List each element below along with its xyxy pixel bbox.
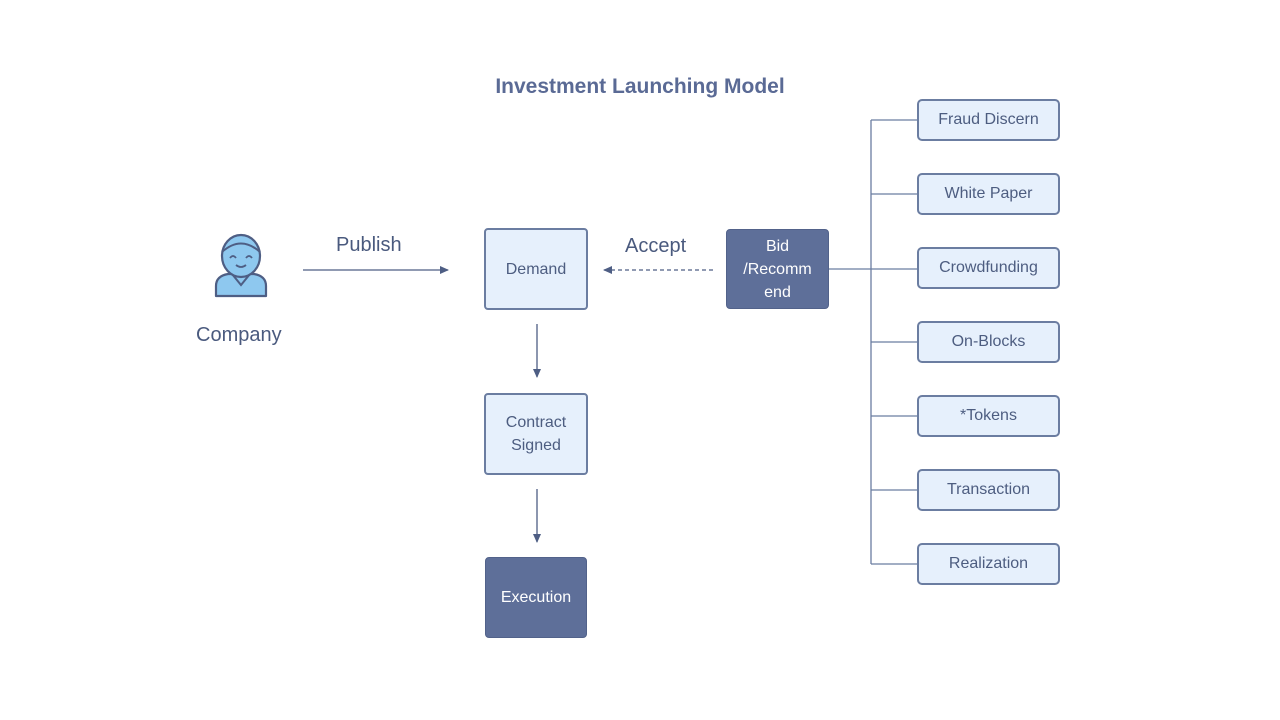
diagram-title: Investment Launching Model [495, 75, 785, 98]
service-transaction[interactable]: Transaction [917, 469, 1060, 511]
service-realization[interactable]: Realization [917, 543, 1060, 585]
service-crowdfunding[interactable]: Crowdfunding [917, 247, 1060, 289]
bid-recommend-node[interactable]: Bid /Recomm end [726, 229, 829, 309]
contract-label-line2: Signed [511, 437, 561, 454]
bid-label-line1: Bid [765, 237, 790, 255]
contract-label-line1: Contract [505, 414, 567, 431]
contract-signed-node[interactable]: Contract Signed [484, 393, 588, 475]
service-tokens[interactable]: *Tokens [917, 395, 1060, 437]
execution-node[interactable]: Execution [485, 557, 587, 638]
company-label: Company [196, 324, 282, 346]
demand-label: Demand [505, 260, 567, 278]
accept-label: Accept [625, 235, 687, 257]
demand-node[interactable]: Demand [484, 228, 588, 310]
service-fraud-discern[interactable]: Fraud Discern [917, 99, 1060, 141]
bid-label-line3: end [764, 283, 791, 301]
publish-label: Publish [336, 234, 402, 256]
execution-label: Execution [500, 589, 572, 606]
service-white-paper[interactable]: White Paper [917, 173, 1060, 215]
person-icon [214, 233, 268, 298]
bid-label-line2: /Recomm [743, 260, 812, 278]
service-on-blocks[interactable]: On-Blocks [917, 321, 1060, 363]
